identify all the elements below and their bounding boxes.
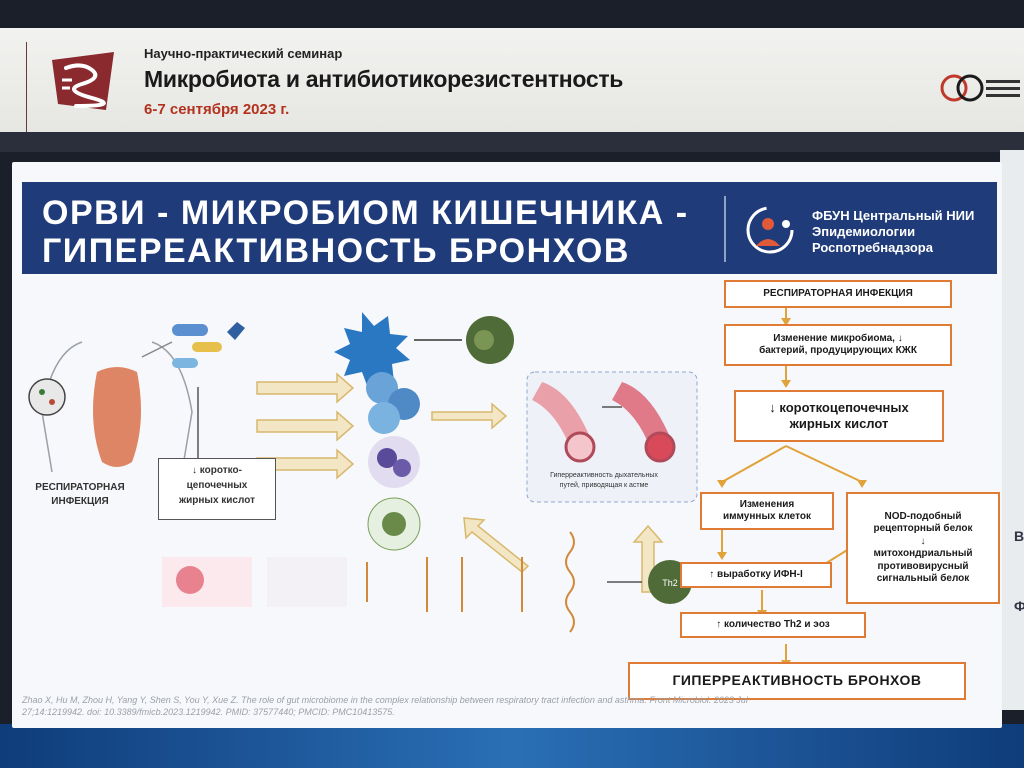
flow-box-scfa: ↓ короткоцепочечных жирных кислот xyxy=(734,390,944,442)
bronchus-tube-icon xyxy=(532,382,676,463)
citation-line1: Zhao X, Hu M, Zhou H, Yang Y, Shen S, Yo… xyxy=(22,695,748,705)
seminar-date: 6-7 сентября 2023 г. xyxy=(144,101,290,118)
pathway-illustration: Th2 xyxy=(28,312,698,633)
flow-box5-line4: митохондриальный xyxy=(873,548,973,559)
flow-arrows xyxy=(256,372,664,593)
banner-stripe xyxy=(0,132,1024,152)
alveolar-macrophage-panel xyxy=(162,557,252,607)
flow-box3-line1: ↓ короткоцепочечных xyxy=(769,399,909,415)
flow-box3-line2: жирных кислот xyxy=(789,416,889,431)
flow-box-ifn: ↑ выработку ИФН-I xyxy=(680,562,832,588)
org-name-line3: Роспотребнадзора xyxy=(812,240,933,255)
org-logo-icon xyxy=(746,206,794,254)
flow-box5-line1: NOD-подобный xyxy=(884,510,962,522)
flow-box-immune-cells: Изменения иммунных клеток xyxy=(700,492,834,530)
bottom-background xyxy=(0,724,1024,768)
anniversary-logo-icon xyxy=(940,74,1020,102)
flow-box5-line3: ↓ xyxy=(920,535,926,547)
flow-box-microbiome-change: Изменение микробиома, ↓ бактерий, продуц… xyxy=(724,324,952,366)
left-label-1: РЕСПИРАТОРНАЯ xyxy=(35,482,125,493)
seminar-banner xyxy=(0,28,1024,132)
scfa-box-line1: ↓ коротко- xyxy=(192,465,242,476)
flow-box5-line6: сигнальный белок xyxy=(876,573,970,584)
bronchi-caption-1: Гиперреактивность дыхательных xyxy=(550,472,658,479)
flow-box-nod-protein: NOD-подобный рецепторный белок ↓ митохон… xyxy=(846,492,1000,604)
seminar-logo-icon xyxy=(52,52,114,110)
edge-letter-v: В xyxy=(1014,528,1024,544)
flow-box-bronchial-hyperreactivity: ГИПЕРРЕАКТИВНОСТЬ БРОНХОВ xyxy=(628,662,966,700)
treg-cells-icon xyxy=(366,372,420,434)
left-label-2: ИНФЕКЦИЯ xyxy=(51,496,109,507)
flow-box5-line5: противовирусный xyxy=(877,560,969,572)
citation-line2: 27;14:1219942. doi: 10.3389/fmicb.2023.1… xyxy=(22,707,395,718)
slide-title-line2: ГИПЕРЕАКТИВНОСТЬ БРОНХОВ xyxy=(42,232,630,270)
scfa-box-line2: цепочечных xyxy=(186,480,248,491)
slide-title-bar xyxy=(22,182,997,274)
flow-box5-line2: рецепторный белок xyxy=(873,523,973,534)
title-separator xyxy=(724,196,726,262)
flow-box2-line1: Изменение микробиома, ↓ xyxy=(773,332,903,344)
slide-title-line1: ОРВИ - МИКРОБИОМ КИШЕЧНИКА - xyxy=(42,194,689,232)
bronchi-caption-2: путей, приводящая к астме xyxy=(559,482,649,489)
bacteria-icon xyxy=(141,322,245,368)
scfa-box-line3: жирных кислот xyxy=(179,495,255,506)
flow-box-th2-eos: ↑ количество Th2 и эоз xyxy=(680,612,866,638)
signaling-chain xyxy=(366,531,575,633)
flow-box4-line1: Изменения xyxy=(739,498,795,510)
scfa-box xyxy=(158,458,276,520)
flow-box-respiratory-infection: РЕСПИРАТОРНАЯ ИНФЕКЦИЯ xyxy=(724,280,952,308)
body-outline-icon xyxy=(28,341,193,473)
cell-membrane-panel xyxy=(267,557,347,607)
org-name-line1: ФБУН Центральный НИИ xyxy=(812,208,975,223)
slide: ОРВИ - МИКРОБИОМ КИШЕЧНИКА - ГИПЕРЕАКТИВ… xyxy=(12,162,1002,728)
citation: Zhao X, Hu M, Zhou H, Yang Y, Shen S, Yo… xyxy=(22,694,762,718)
flow-box2-line2: бактерий, продуцирующих КЖК xyxy=(759,345,917,356)
dendritic-cell-icon xyxy=(334,312,410,388)
edge-letter-f: Ф xyxy=(1014,598,1024,614)
right-edge-panel: В Ф xyxy=(1000,150,1024,710)
seminar-subtitle: Научно-практический семинар xyxy=(144,46,343,61)
flow-box4-line2: иммунных клеток xyxy=(723,511,811,522)
th2-cell-label: Th2 xyxy=(662,578,678,588)
seminar-title: Микробиота и антибиотикорезистентность xyxy=(144,66,624,92)
org-name-line2: Эпидемиологии xyxy=(812,224,916,239)
